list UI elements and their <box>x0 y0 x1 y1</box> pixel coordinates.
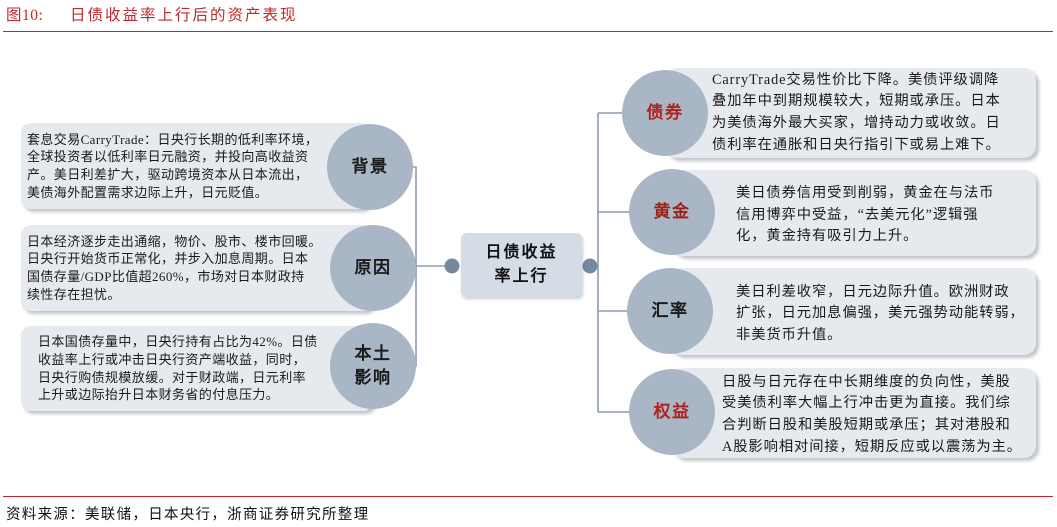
description-line: 债利率在通胀和日央行指引下或易上难下。 <box>712 136 1001 153</box>
description-line: 美日利差收窄，日元边际升值。欧洲财政 <box>736 283 1010 300</box>
node-fx: 汇率 <box>627 268 713 354</box>
node-label: 影响 <box>354 368 392 387</box>
description-line: CarryTrade交易性价比下降。美债评级调降 <box>712 71 1000 88</box>
right-junction-dot <box>582 258 598 274</box>
description-line: 信用博弈中受益，“去美元化”逻辑强 <box>736 206 979 223</box>
node-label: 债券 <box>646 103 684 122</box>
description-line: 国债存量/GDP比值超260%，市场对日本财政持 <box>27 269 305 284</box>
description-line: 叠加年中到期规模较大，短期或承压。日本 <box>712 93 1001 110</box>
text-box-fx: 美日利差收窄，日元边际升值。欧洲财政 扩张，日元加息偏强，美元强势动能转弱， 非… <box>670 268 1036 355</box>
node-label: 权益 <box>653 402 691 421</box>
description-line: 日央行开始货币正常化，并步入加息周期。日本 <box>27 251 309 267</box>
node-label: 背景 <box>351 157 389 176</box>
description-line: 合判断日股和美股短期或承压；其对港股和 <box>722 417 1011 433</box>
description-line: 全球投资者以低利率日元融资，并投向高收益资 <box>27 149 309 165</box>
description-line: 美债海外配置需求边际上升，日元贬值。 <box>27 184 269 200</box>
center-node-line: 日债收益 <box>485 244 558 261</box>
description-line: 收益率上行或冲击日央行资产端收益，同时， <box>38 351 307 367</box>
header-rule <box>3 31 1053 32</box>
description-line: 日本国债存量中，日央行持有占比为42%。日债 <box>38 334 318 350</box>
description-line: 套息交易CarryTrade：日央行长期的低利率环境， <box>27 131 319 147</box>
node-label: 原因 <box>354 258 392 277</box>
text-box-gold: 美日债券信用受到削弱，黄金在与法币 信用博弈中受益，“去美元化”逻辑强 化，黄金… <box>672 170 1036 256</box>
node-bonds: 债券 <box>622 70 708 156</box>
center-node-line: 率上行 <box>494 268 549 285</box>
description-line: 日本经济逐步走出通缩，物价、股市、楼市回暖。 <box>27 233 322 249</box>
node-cause: 原因 <box>330 225 416 311</box>
description-line: 上升或边际抬升日本财务省的付息压力。 <box>38 387 280 403</box>
node-equity: 权益 <box>629 369 715 455</box>
text-box-equity: 日股与日元存在中长期维度的负向性，美股 受美债利率大幅上行冲击更为直接。我们综 … <box>672 368 1036 458</box>
center-node: 日债收益 率上行 <box>461 233 582 297</box>
description-line: 受美债利率大幅上行冲击更为直接。我们综 <box>722 395 1011 412</box>
description-line: 产。美日利差扩大，驱动跨境资本从日本流出， <box>27 167 309 182</box>
node-label: 黄金 <box>653 202 691 221</box>
figure-title: 日债收益率上行后的资产表现 <box>70 7 298 24</box>
description-line: 日股与日元存在中长期维度的负向性，美股 <box>722 373 1011 390</box>
source-note: 资料来源：美联储，日本央行，浙商证券研究所整理 <box>6 507 370 523</box>
description-line: 化，黄金持有吸引力上升。 <box>736 228 919 245</box>
node-background: 背景 <box>327 124 413 210</box>
description-line: 扩张，日元加息偏强，美元强势动能转弱， <box>736 305 1025 322</box>
text-box-domestic-impact: 日本国债存量中，日央行持有占比为42%。日债 收益率上行或冲击日央行资产端收益，… <box>21 326 373 411</box>
node-label: 汇率 <box>651 301 689 320</box>
node-gold: 黄金 <box>629 169 715 255</box>
description-line: 美日债券信用受到削弱，黄金在与法币 <box>736 185 995 202</box>
description-line: A股影响相对间接，短期反应或以震荡为主。 <box>722 438 1022 455</box>
text-box-background: 套息交易CarryTrade：日央行长期的低利率环境， 全球投资者以低利率日元融… <box>21 123 370 209</box>
node-domestic-impact: 本土 影响 <box>330 323 416 409</box>
description-line: 续性存在担忧。 <box>27 286 121 302</box>
description-line: 日央行购债规模放缓。对于财政端，日元利率 <box>38 369 307 385</box>
node-label: 本土 <box>354 344 392 363</box>
text-box-bonds: CarryTrade交易性价比下降。美债评级调降 叠加年中到期规模较大，短期或承… <box>665 68 1036 158</box>
footer-rule <box>3 496 1053 497</box>
figure-number: 图10: <box>6 7 44 24</box>
left-junction-dot <box>444 258 460 274</box>
figure-header: 图10: 日债收益率上行后的资产表现 <box>6 6 298 26</box>
description-line: 为美债海外最大买家，增持动力或收敛。日 <box>712 115 1001 131</box>
description-line: 非美货币升值。 <box>736 326 843 343</box>
text-box-cause: 日本经济逐步走出通缩，物价、股市、楼市回暖。 日央行开始货币正常化，并步入加息周… <box>21 225 373 311</box>
